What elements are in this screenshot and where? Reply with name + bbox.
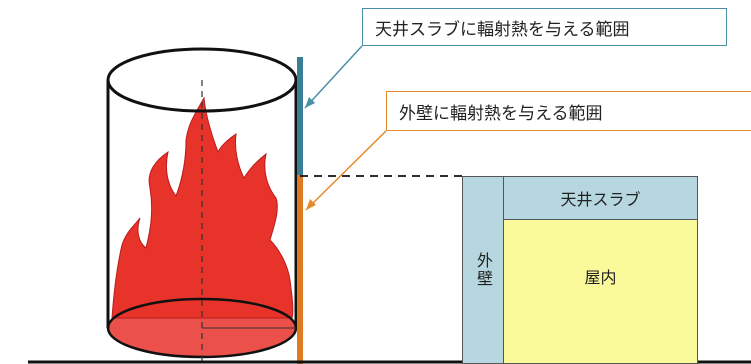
wall-range-callout: 外壁に輻射熱を与える範囲 [386,91,751,131]
ceiling-leader-arrowhead [305,97,315,108]
flame-shape [111,96,294,319]
ceiling-range-callout: 天井スラブに輻射熱を与える範囲 [362,8,727,46]
indoor-block: 屋内 [503,219,698,364]
ceiling-slab-block: 天井スラブ [503,176,698,220]
exterior-wall-label: 外壁 [474,252,493,288]
wall-exposure-bar [297,175,303,364]
indoor-label: 屋内 [584,268,617,287]
wall-leader-arrowhead [306,199,316,210]
ceiling-range-label: 天井スラブに輻射熱を与える範囲 [375,19,630,40]
exterior-wall-block: 外壁 [462,176,504,364]
wall-leader-line [305,130,387,211]
ceiling-leader-line [304,45,363,109]
wall-range-label: 外壁に輻射熱を与える範囲 [399,103,603,124]
ceiling-exposure-bar [297,57,303,175]
ceiling-slab-label: 天井スラブ [560,190,641,209]
